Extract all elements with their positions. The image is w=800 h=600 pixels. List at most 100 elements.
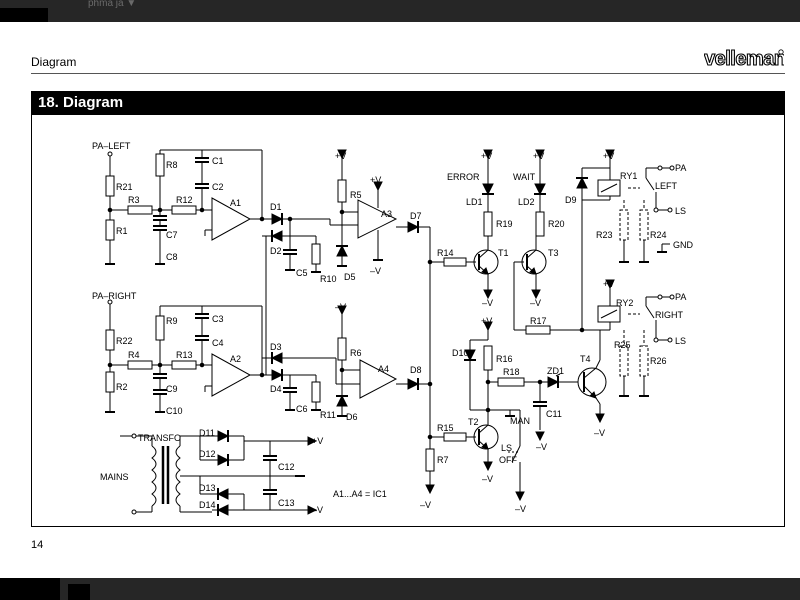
svg-text:R9: R9 xyxy=(166,316,178,326)
svg-text:A3: A3 xyxy=(381,209,392,219)
svg-text:–V: –V xyxy=(482,298,493,308)
svg-text:C6: C6 xyxy=(296,404,308,414)
svg-text:ZD1: ZD1 xyxy=(547,366,564,376)
svg-text:R19: R19 xyxy=(496,219,513,229)
svg-text:C4: C4 xyxy=(212,338,224,348)
relay-stage xyxy=(576,149,675,397)
svg-text:D8: D8 xyxy=(410,365,422,375)
svg-text:R3: R3 xyxy=(128,195,140,205)
svg-text:C13: C13 xyxy=(278,498,295,508)
svg-text:D7: D7 xyxy=(410,211,422,221)
svg-text:–V: –V xyxy=(530,298,541,308)
svg-text:A1...A4 = IC1: A1...A4 = IC1 xyxy=(333,489,387,499)
bottom-bar-block xyxy=(0,578,60,600)
svg-text:LD1: LD1 xyxy=(466,197,483,207)
top-bar: phma ja ▼ xyxy=(0,0,800,22)
page-title: 18. Diagram xyxy=(38,94,124,111)
svg-text:R14: R14 xyxy=(437,248,454,258)
svg-text:R20: R20 xyxy=(548,219,565,229)
ghost-text: phma ja ▼ xyxy=(88,0,137,9)
svg-text:R16: R16 xyxy=(496,354,513,364)
svg-text:R2: R2 xyxy=(116,382,128,392)
svg-text:R17: R17 xyxy=(530,316,547,326)
svg-text:PA: PA xyxy=(675,292,686,302)
section-label: Diagram xyxy=(31,55,77,69)
svg-text:D6: D6 xyxy=(346,412,358,422)
svg-text:velleman: velleman xyxy=(704,48,784,70)
svg-text:+V: +V xyxy=(603,151,614,161)
svg-text:–V: –V xyxy=(515,504,526,514)
left-input-stage xyxy=(104,149,265,265)
svg-text:R25: R25 xyxy=(614,340,631,350)
svg-text:–V: –V xyxy=(370,266,381,276)
svg-text:LS: LS xyxy=(675,206,686,216)
svg-text:D5: D5 xyxy=(344,272,356,282)
svg-text:C12: C12 xyxy=(278,462,295,472)
svg-text:LS: LS xyxy=(501,443,512,453)
svg-text:A2: A2 xyxy=(230,354,241,364)
svg-text:R26: R26 xyxy=(650,356,667,366)
svg-text:RY2: RY2 xyxy=(616,298,633,308)
velleman-logo: velleman xyxy=(703,47,786,76)
svg-text:R5: R5 xyxy=(350,190,362,200)
svg-text:GND: GND xyxy=(673,240,694,250)
svg-text:D2: D2 xyxy=(270,246,282,256)
svg-text:C3: C3 xyxy=(212,314,224,324)
svg-text:C7: C7 xyxy=(166,230,178,240)
svg-text:D3: D3 xyxy=(270,342,282,352)
indicator-stage xyxy=(430,149,600,335)
svg-text:D12: D12 xyxy=(199,449,216,459)
svg-text:D11: D11 xyxy=(199,428,215,438)
top-bar-block xyxy=(0,8,48,22)
svg-text:D1: D1 xyxy=(270,202,282,212)
svg-text:D10: D10 xyxy=(452,348,469,358)
svg-text:PA–LEFT: PA–LEFT xyxy=(92,141,131,151)
svg-text:+V: +V xyxy=(533,151,544,161)
power-supply xyxy=(120,430,318,516)
svg-text:LD2: LD2 xyxy=(518,197,535,207)
svg-text:–V: –V xyxy=(312,505,323,515)
svg-text:A4: A4 xyxy=(378,364,389,374)
svg-text:R23: R23 xyxy=(596,230,613,240)
svg-text:–V: –V xyxy=(335,302,346,312)
svg-text:D13: D13 xyxy=(199,483,216,493)
header-rule xyxy=(31,73,785,74)
svg-text:R15: R15 xyxy=(437,423,454,433)
svg-text:+V: +V xyxy=(481,316,492,326)
svg-text:LS: LS xyxy=(675,336,686,346)
svg-text:RIGHT: RIGHT xyxy=(655,310,684,320)
svg-text:OFF: OFF xyxy=(499,455,517,465)
diagram-frame xyxy=(31,91,785,527)
svg-text:C10: C10 xyxy=(166,406,183,416)
svg-text:R7: R7 xyxy=(437,455,449,465)
svg-text:D4: D4 xyxy=(270,384,282,394)
svg-text:C8: C8 xyxy=(166,252,178,262)
svg-text:+V: +V xyxy=(481,151,492,161)
svg-text:PA–RIGHT: PA–RIGHT xyxy=(92,291,137,301)
svg-text:RY1: RY1 xyxy=(620,171,637,181)
svg-text:R18: R18 xyxy=(503,367,520,377)
svg-text:–V: –V xyxy=(420,500,431,510)
delay-stage xyxy=(430,321,607,502)
svg-text:ERROR: ERROR xyxy=(447,172,480,182)
svg-text:R8: R8 xyxy=(166,160,178,170)
bottom-bar-square xyxy=(68,584,90,600)
svg-text:+V: +V xyxy=(335,151,346,161)
svg-text:T3: T3 xyxy=(548,248,559,258)
svg-text:LEFT: LEFT xyxy=(655,181,678,191)
svg-text:R1: R1 xyxy=(116,226,128,236)
svg-text:–V: –V xyxy=(482,474,493,484)
component-labels: PA–LEFT R21 R1 R3 R12 R8 C1 C2 C7 C8 A1 … xyxy=(92,141,694,515)
bottom-bar xyxy=(0,578,800,600)
svg-text:+V: +V xyxy=(370,175,381,185)
svg-text:D9: D9 xyxy=(565,195,577,205)
svg-text:TRANSFO: TRANSFO xyxy=(138,433,181,443)
svg-text:–V: –V xyxy=(536,442,547,452)
svg-text:C5: C5 xyxy=(296,268,308,278)
svg-text:C11: C11 xyxy=(546,409,562,419)
right-input-stage xyxy=(104,299,265,413)
svg-text:MAINS: MAINS xyxy=(100,472,129,482)
svg-text:C9: C9 xyxy=(166,384,178,394)
svg-text:T1: T1 xyxy=(498,248,509,258)
